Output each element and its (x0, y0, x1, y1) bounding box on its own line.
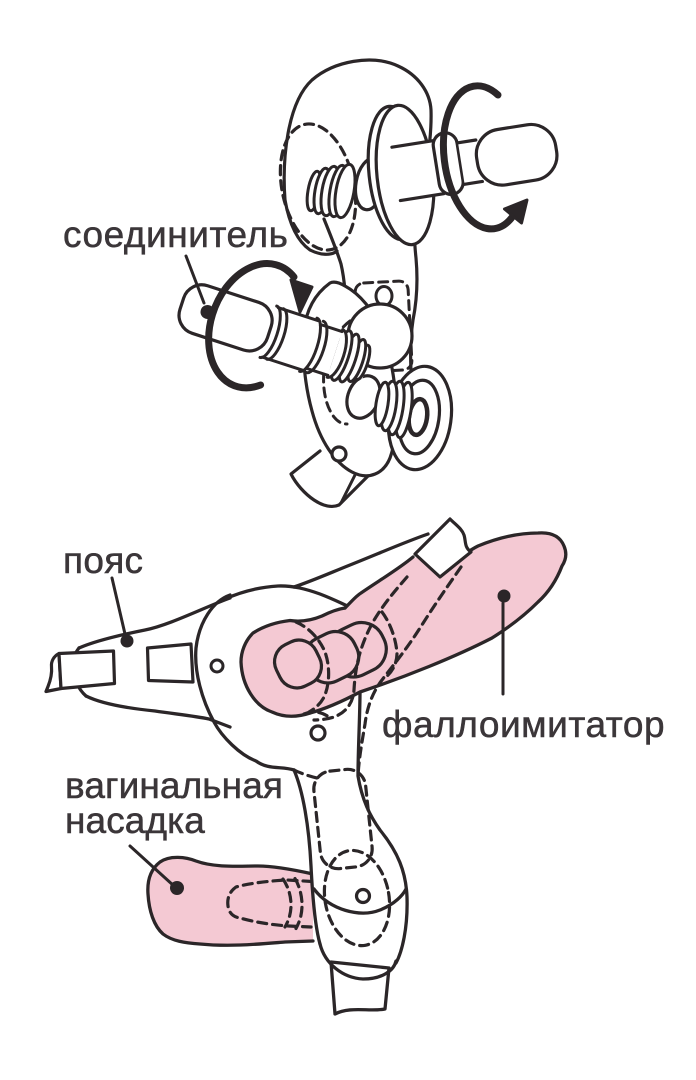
svg-text:соединитель: соединитель (63, 214, 288, 255)
svg-text:фаллоимитатор: фаллоимитатор (382, 704, 665, 745)
svg-text:пояс: пояс (63, 540, 143, 581)
svg-text:вагинальная: вагинальная (65, 765, 283, 806)
svg-text:насадка: насадка (65, 800, 205, 841)
